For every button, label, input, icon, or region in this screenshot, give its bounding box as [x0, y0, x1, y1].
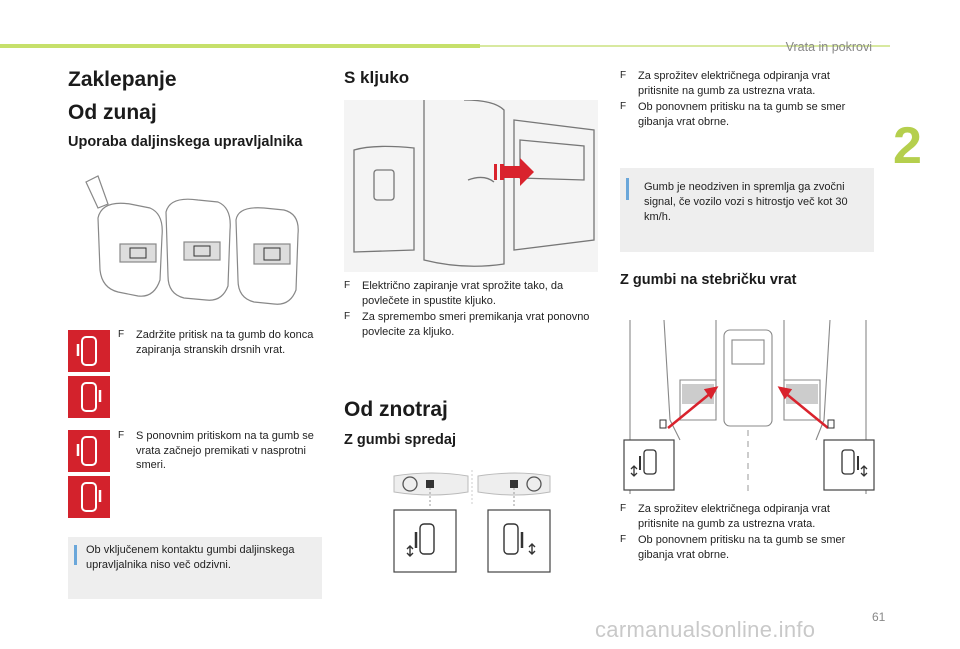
bullet-item: F Električno zapiranje vrat sprožite tako… [344, 279, 598, 308]
inside-heading: Od znotraj [344, 398, 448, 421]
header-rule [480, 45, 890, 47]
watermark: carmanualsonline.info [595, 617, 816, 642]
note-box: Ob vključenem kontaktu gumbi daljinskega… [68, 537, 322, 599]
header-accent-bar [0, 44, 480, 48]
key-fob-icon [85, 175, 299, 305]
bullet-mark: F [344, 311, 351, 322]
section-title: Vrata in pokrovi [785, 40, 872, 54]
front-buttons-illustration [392, 470, 552, 574]
subtitle: Od zunaj [68, 101, 157, 124]
handle-heading: S kljuko [344, 68, 410, 87]
bullet-mark: F [620, 534, 627, 545]
bullet-text: S ponovnim pritiskom na ta gumb se vrata… [136, 430, 314, 471]
door-handle-icon [353, 99, 595, 267]
bullet-text: Za sprožitev električnega odpiranja vrat… [638, 70, 830, 97]
bullet-item: F S ponovnim pritiskom na ta gumb se vrat… [118, 429, 326, 473]
note-accent-bar [74, 545, 77, 565]
page-number: 61 [872, 610, 886, 624]
chapter-number: 2 [893, 117, 922, 175]
bullet-text: Za sprememb​o smeri premikanja vrat pono… [362, 311, 590, 338]
bullet-text: Za sprožitev električnega odpiranja vrat… [638, 503, 830, 530]
bullet-mark: F [620, 70, 627, 81]
page-title: Zaklepanje [68, 68, 177, 91]
note-text: Gumb je neodziven in spremlja ga zvočni … [644, 181, 848, 223]
section-heading: Uporaba daljinskega upravljalnika [68, 134, 303, 150]
bullet-mark: F [620, 101, 627, 112]
bullet-item: F Za sprememb​o smeri premikanja vrat pon… [344, 310, 598, 339]
bullet-mark: F [118, 329, 125, 340]
key-fob-illustration [68, 160, 322, 320]
bullet-item: F Za sprožitev električnega odpiranja vra… [620, 502, 876, 531]
door-reverse-button-icon-1 [68, 430, 110, 472]
car-door-left-icon [76, 436, 97, 466]
car-door-right-icon [81, 382, 102, 412]
door-close-button-icon-1 [68, 330, 110, 372]
bullet-text: Ob ponovnem pritisku na ta gumb se smer … [638, 534, 846, 561]
bullet-mark: F [344, 280, 351, 291]
car-door-right-icon [81, 482, 102, 512]
front-buttons-heading: Z gumbi spredaj [344, 432, 456, 448]
bullet-text: Električno zapiranje vrat sprožite tako,… [362, 280, 564, 307]
bullet-mark: F [118, 430, 125, 441]
note-accent-bar [626, 178, 629, 200]
door-handle-illustration [344, 99, 598, 272]
bullet-item: F Ob ponovnem pritisku na ta gumb se smer… [620, 100, 876, 129]
note-text: Ob vključenem kontaktu gumbi daljinskega… [86, 544, 295, 571]
door-reverse-button-icon-2 [68, 476, 110, 518]
bullet-item: F Za sprožitev električnega odpiranja vra… [620, 69, 876, 98]
car-door-left-icon [76, 336, 97, 366]
bullet-text: Zadržite pritisk na ta gumb do konca zap… [136, 329, 314, 356]
door-close-button-icon-2 [68, 376, 110, 418]
pillar-buttons-illustration [620, 319, 878, 494]
warning-note-box: Gumb je neodziven in spremlja ga zvočni … [620, 168, 874, 252]
bullet-mark: F [620, 503, 627, 514]
bullet-item: F Ob ponovnem pritisku na ta gumb se smer… [620, 533, 876, 562]
bullet-item: F Zadržite pritisk na ta gumb do konca za… [118, 328, 326, 357]
door-button-icon [393, 470, 551, 573]
bullet-text: Ob ponovnem pritisku na ta gumb se smer … [638, 101, 846, 128]
door-button-icon [623, 319, 875, 494]
pillar-buttons-heading: Z gumbi na stebričku vrat [620, 272, 797, 288]
